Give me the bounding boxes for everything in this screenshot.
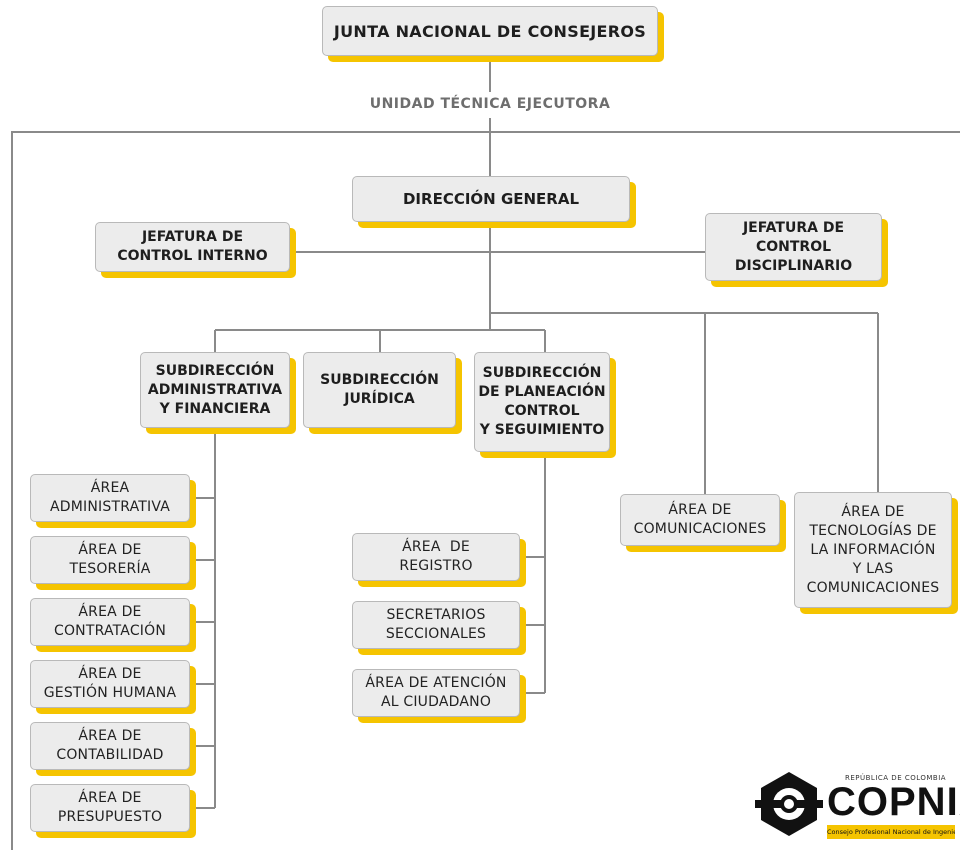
box-line: TESORERÍA <box>69 561 151 577</box>
frame-border <box>11 131 960 850</box>
box-line: JEFATURA DE <box>742 219 845 236</box>
box-line: ÁREA DE <box>78 542 142 558</box>
area-tecnologias-box: ÁREA DE TECNOLOGÍAS DE LA INFORMACIÓN Y … <box>794 492 952 608</box>
copnia-emblem-icon <box>755 772 823 836</box>
box-line: ÁREA DE <box>78 790 142 806</box>
box-line: GESTIÓN HUMANA <box>43 685 177 701</box>
box-line: ÁREA <box>90 480 130 496</box>
box-line: ÁREA DE <box>402 539 470 555</box>
box-line: SECRETARIOS <box>386 607 486 623</box>
box-line: COMUNICACIONES <box>806 579 940 596</box>
box-line: DISCIPLINARIO <box>734 257 853 274</box>
box-line: REGISTRO <box>399 558 473 574</box>
box-line: CONTRATACIÓN <box>53 623 167 639</box>
box-line: Y SEGUIMIENTO <box>479 422 605 438</box>
area-presupuesto-box: ÁREA DE PRESUPUESTO <box>30 784 190 832</box>
box-line: JURÍDICA <box>344 391 415 407</box>
box-line: SUBDIRECCIÓN <box>155 362 275 379</box>
box-line: ADMINISTRATIVA <box>50 499 170 515</box>
copnia-logo: REPÚBLICA DE COLOMBIA COPNIA Consejo Pro… <box>755 770 960 842</box>
area-atencion-ciudadano-box: ÁREA DE ATENCIÓN AL CIUDADANO <box>352 669 520 717</box>
box-line: Y LAS <box>852 560 894 577</box>
area-tesoreria-box: ÁREA DE TESORERÍA <box>30 536 190 584</box>
direccion-general-title: DIRECCIÓN GENERAL <box>402 189 580 208</box>
box-line: DE PLANEACIÓN <box>478 384 606 400</box>
logo-tagline: Consejo Profesional Nacional de Ingenier… <box>827 825 955 839</box>
box-line: SUBDIRECCIÓN <box>482 365 602 381</box>
box-line: ÁREA DE <box>78 604 142 620</box>
direccion-general-box: DIRECCIÓN GENERAL <box>352 176 630 222</box>
box-line: COMUNICACIONES <box>633 521 767 537</box>
box-line: JEFATURA DE <box>141 229 244 245</box>
box-line: ÁREA DE ATENCIÓN <box>365 675 507 691</box>
box-line: PRESUPUESTO <box>57 809 163 825</box>
junta-nacional-box: JUNTA NACIONAL DE CONSEJEROS <box>322 6 658 56</box>
area-registro-box: ÁREA DE REGISTRO <box>352 533 520 581</box>
box-line: ÁREA DE <box>78 666 142 682</box>
subdireccion-administrativa-box: SUBDIRECCIÓN ADMINISTRATIVA Y FINANCIERA <box>140 352 290 428</box>
area-gestion-humana-box: ÁREA DE GESTIÓN HUMANA <box>30 660 190 708</box>
box-line: LA INFORMACIÓN <box>810 541 936 558</box>
jefatura-control-disciplinario-box: JEFATURA DE CONTROL DISCIPLINARIO <box>705 213 882 281</box>
area-contratacion-box: ÁREA DE CONTRATACIÓN <box>30 598 190 646</box>
logo-country-label: REPÚBLICA DE COLOMBIA <box>845 774 947 782</box>
unidad-tecnica-label: UNIDAD TÉCNICA EJECUTORA <box>369 96 611 112</box>
junta-nacional-title: JUNTA NACIONAL DE CONSEJEROS <box>333 21 647 41</box>
subdireccion-planeacion-box: SUBDIRECCIÓN DE PLANEACIÓN CONTROL Y SEG… <box>474 352 610 452</box>
box-line: CONTROL <box>755 238 832 255</box>
box-line: SUBDIRECCIÓN <box>320 372 439 388</box>
box-line: CONTROL INTERNO <box>117 248 268 264</box>
area-contabilidad-box: ÁREA DE CONTABILIDAD <box>30 722 190 770</box>
box-line: ÁREA DE <box>668 502 732 518</box>
secretarios-seccionales-box: SECRETARIOS SECCIONALES <box>352 601 520 649</box>
box-line: ÁREA DE <box>841 503 905 520</box>
area-comunicaciones-box: ÁREA DE COMUNICACIONES <box>620 494 780 546</box>
area-administrativa-box: ÁREA ADMINISTRATIVA <box>30 474 190 522</box>
box-line: TECNOLOGÍAS DE <box>809 522 937 539</box>
box-line: ADMINISTRATIVA <box>147 381 283 398</box>
box-line: AL CIUDADANO <box>380 694 492 710</box>
box-line: CONTABILIDAD <box>56 747 164 763</box>
box-line: CONTROL <box>504 403 580 419</box>
box-line: ÁREA DE <box>78 728 142 744</box>
logo-wordmark: COPNIA <box>827 780 960 824</box>
box-line: SECCIONALES <box>385 626 487 642</box>
subdireccion-juridica-box: SUBDIRECCIÓN JURÍDICA <box>303 352 456 428</box>
jefatura-control-interno-box: JEFATURA DE CONTROL INTERNO <box>95 222 290 272</box>
box-line: Y FINANCIERA <box>159 400 271 417</box>
